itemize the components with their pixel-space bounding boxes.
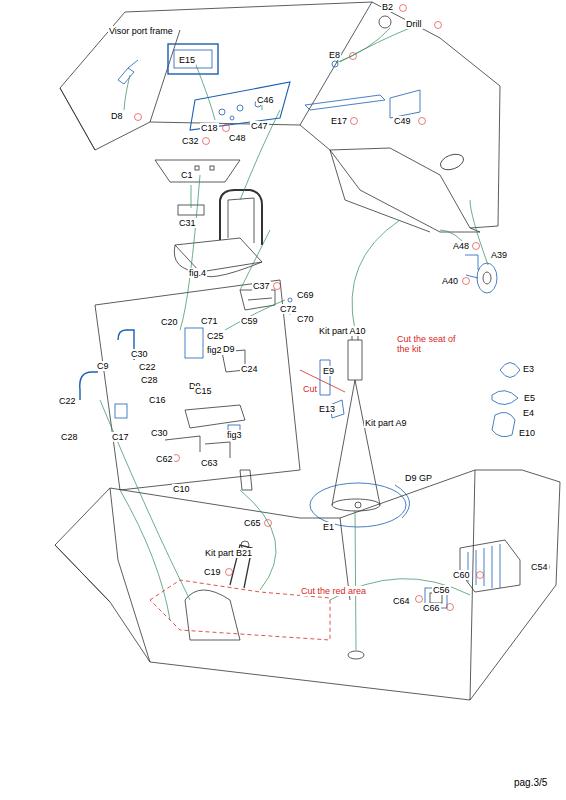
callout-number: E13	[318, 404, 336, 414]
callout-number: fig3	[226, 430, 243, 440]
callout-number: C9	[96, 361, 110, 371]
callout-number: C30	[130, 349, 149, 359]
callout-number: Visor port frame	[108, 26, 174, 36]
callout-number: D9	[222, 344, 236, 354]
callout-number: C18	[200, 123, 219, 133]
callout-number: C59	[240, 316, 259, 326]
callout-number: B2	[381, 2, 394, 12]
callout-number: C17	[111, 432, 130, 442]
callout-number: E9	[322, 366, 335, 376]
callout-number: fig2	[206, 345, 223, 355]
callout-number: C15	[194, 386, 213, 396]
callout-number: A48	[452, 241, 470, 251]
callout-number: E3	[522, 364, 535, 374]
callout-number: Kit part A9	[364, 418, 408, 428]
callout-number: E5	[523, 393, 536, 403]
callout-number: C56	[432, 585, 451, 595]
callout-number: C16	[148, 395, 167, 405]
callout-number: C1	[180, 170, 194, 180]
callout-number: E17	[330, 116, 348, 126]
callout-number: C25	[206, 331, 225, 341]
callout-number: E1	[322, 522, 335, 532]
note-text: Cut the seat of the kit	[396, 334, 458, 354]
callout-number: C65	[243, 518, 262, 528]
callout-number: C20	[160, 317, 179, 327]
callout-number: C70	[296, 314, 315, 324]
callout-number: C64	[392, 596, 411, 606]
callout-number: Kit part B21	[204, 548, 253, 558]
callout-number: E4	[522, 408, 535, 418]
callout-number: C49	[393, 116, 412, 126]
callout-number: Drill	[405, 19, 423, 29]
callout-number: C54	[530, 562, 549, 572]
callout-number: C63	[200, 458, 219, 468]
callout-number: C66	[422, 603, 441, 613]
callout-number: C10	[172, 484, 191, 494]
callout-number: C22	[58, 396, 77, 406]
callout-number: C32	[181, 136, 200, 146]
callout-number: C60	[452, 570, 471, 580]
callout-number: C48	[228, 133, 247, 143]
callout-number: C72	[279, 304, 298, 314]
callout-number: fig.4	[188, 268, 207, 278]
callout-number: Kit part A10	[318, 326, 367, 336]
callout-number: C47	[250, 121, 269, 131]
callout-number: E8	[328, 50, 341, 60]
callout-number: D8	[110, 111, 124, 121]
callout-number: A40	[441, 276, 459, 286]
callout-number: A39	[490, 250, 508, 260]
callout-number: C69	[296, 290, 315, 300]
callout-number: E15	[178, 55, 196, 65]
note-text: Cut	[302, 384, 318, 394]
callout-number: D9 GP	[404, 473, 433, 483]
callout-number: pag.3/5	[513, 778, 548, 788]
callout-number: C30	[150, 428, 169, 438]
callout-number: C28	[60, 432, 79, 442]
note-text: Cut the red area	[300, 586, 367, 596]
callout-number: C22	[138, 362, 157, 372]
callout-number: C37	[252, 281, 271, 291]
callout-number: C19	[203, 567, 222, 577]
callout-number: C28	[140, 375, 159, 385]
callout-number: C31	[178, 218, 197, 228]
callout-number: C46	[256, 95, 275, 105]
callout-number: E10	[518, 428, 536, 438]
callout-number: C24	[240, 364, 259, 374]
callout-number: C62	[155, 454, 174, 464]
callout-number: C71	[200, 316, 219, 326]
